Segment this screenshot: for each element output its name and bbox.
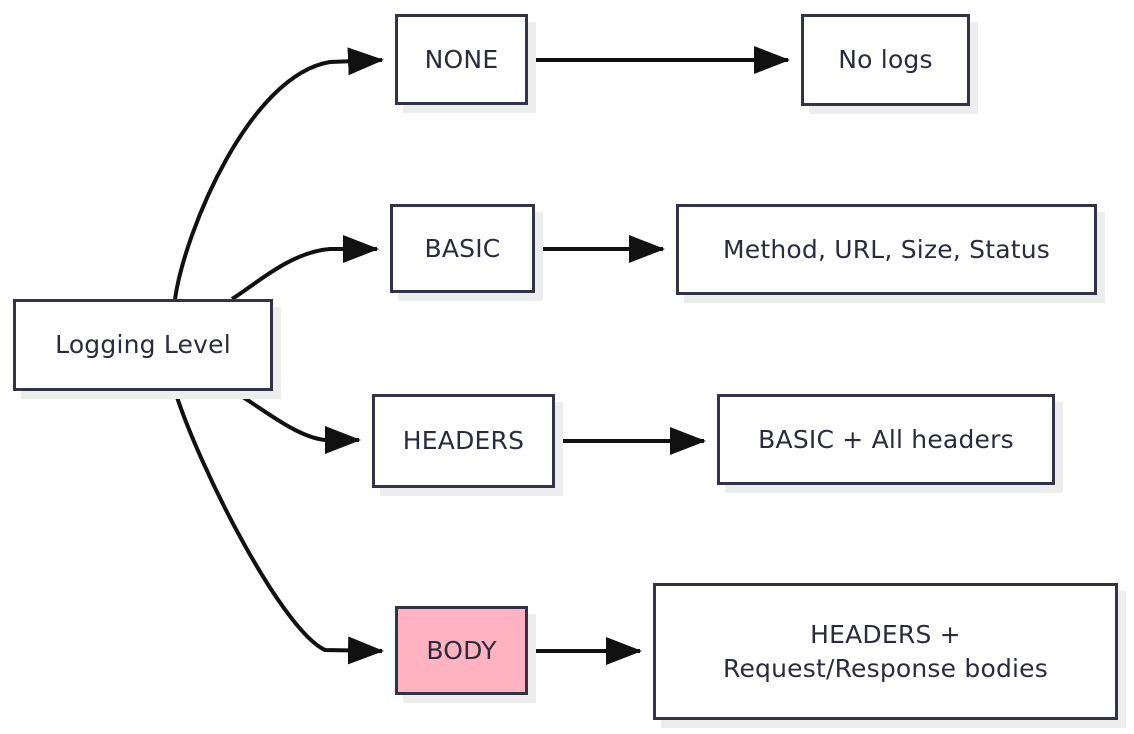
node-label-none: NONE	[424, 44, 499, 74]
node-body-description[interactable]: HEADERS + Request/Response bodies	[653, 583, 1118, 720]
node-label-logging-level: Logging Level	[55, 330, 231, 360]
node-body[interactable]: BODY	[395, 606, 528, 695]
node-none-description[interactable]: No logs	[801, 14, 970, 106]
node-none[interactable]: NONE	[395, 14, 528, 105]
edge-root-body	[173, 390, 384, 665]
node-label-body-description: HEADERS + Request/Response bodies	[723, 619, 1048, 683]
node-label-body: BODY	[426, 635, 497, 665]
node-headers-description[interactable]: BASIC + All headers	[717, 394, 1055, 485]
node-label-headers: HEADERS	[402, 426, 525, 456]
edge-root-none	[173, 47, 384, 300]
edge-root-basic	[230, 235, 379, 301]
node-label-basic-description: Method, URL, Size, Status	[722, 234, 1051, 264]
node-label-none-description: No logs	[838, 45, 933, 75]
node-headers[interactable]: HEADERS	[372, 394, 555, 488]
node-label-headers-description: BASIC + All headers	[758, 424, 1014, 454]
node-basic-description[interactable]: Method, URL, Size, Status	[676, 204, 1097, 295]
node-basic[interactable]: BASIC	[390, 204, 535, 293]
edge-root-headers	[232, 389, 361, 454]
node-logging-level[interactable]: Logging Level	[13, 299, 273, 391]
node-label-basic: BASIC	[424, 233, 501, 263]
